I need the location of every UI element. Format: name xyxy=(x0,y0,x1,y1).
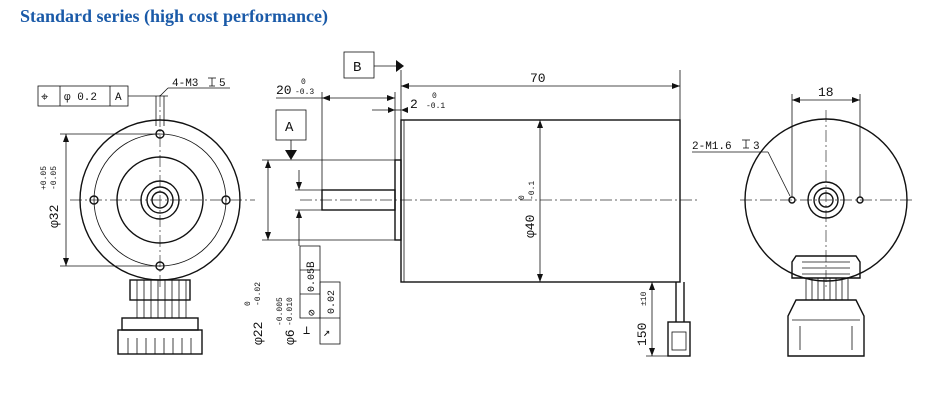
side-view: B A 70 20 0 -0.3 xyxy=(244,51,700,357)
body-diameter-tol-upper: 0 xyxy=(518,195,527,200)
front-thread-label: 4-M3 xyxy=(172,78,198,90)
lead-length-tol: ±10 xyxy=(640,291,649,306)
flange-dim: 2 0 -0.1 xyxy=(372,92,445,113)
rear-spacing-dim: 18 xyxy=(791,85,861,197)
perp-value: 0.02 xyxy=(327,290,338,314)
rear-spacing-label: 18 xyxy=(818,85,834,100)
shaft-ext-tol-upper: 0 xyxy=(301,78,306,87)
position-symbol-icon: ⌖ xyxy=(41,90,49,105)
runout-datum-label: B xyxy=(306,261,318,268)
shaft-ext-dim: 20 0 -0.3 xyxy=(276,78,396,190)
datum-a-label: A xyxy=(285,120,294,136)
shaft-diameter-dim: φ6 -0.005 -0.010 xyxy=(276,170,322,345)
rear-connector xyxy=(787,299,865,357)
mount-hole-right xyxy=(221,195,231,205)
front-diameter-label: φ32 xyxy=(47,205,62,228)
boss-diameter-tol-lower: -0.02 xyxy=(254,282,263,306)
front-diameter-tol-lower: -0.05 xyxy=(50,166,59,190)
flange-tol-lower: -0.1 xyxy=(426,102,445,111)
page-title: Standard series (high cost performance) xyxy=(20,6,328,26)
runout-symbol-icon: ⊘ xyxy=(307,309,319,316)
body-diameter-tol-lower: -0.1 xyxy=(528,181,537,200)
rear-thread-depth: 3 xyxy=(753,141,760,153)
shaft-diameter-tol-lower: -0.010 xyxy=(286,297,295,326)
shaft-ext-tol-lower: -0.3 xyxy=(295,88,314,97)
perpendicularity-frame: 0.02 ↗ ⊥ xyxy=(303,281,341,345)
shaft-diameter-tol-upper: -0.005 xyxy=(276,297,285,326)
datum-b-box: B xyxy=(343,51,404,79)
datum-a-box: A xyxy=(275,109,307,160)
side-connector xyxy=(667,321,691,357)
perp-symbol-icon: ↗ xyxy=(323,326,330,340)
datum-b-label: B xyxy=(353,60,361,76)
position-datum-label: A xyxy=(115,92,122,104)
perpendicular-symbol-icon: ⊥ xyxy=(303,324,310,338)
boss-diameter-tol-upper: 0 xyxy=(244,301,253,306)
front-view: ⌖ φ 0.2 A 4-M3 5 φ32 +0.05 xyxy=(37,77,255,355)
motor-body xyxy=(400,119,681,283)
front-thread-depth: 5 xyxy=(219,78,226,90)
front-diameter-dim: φ32 +0.05 -0.05 xyxy=(40,133,160,267)
rear-thread-label: 2-M1.6 xyxy=(692,141,732,153)
runout-tolerance-frame: B 0.05 ⊘ xyxy=(299,245,321,319)
lead-length-dim: 150 ±10 xyxy=(635,281,676,357)
flange-tol-upper: 0 xyxy=(432,92,437,101)
flange-label: 2 xyxy=(410,97,418,112)
boss-diameter-dim: φ22 0 -0.02 xyxy=(244,159,395,345)
shaft-ext-label: 20 xyxy=(276,83,292,98)
front-diameter-tol-upper: +0.05 xyxy=(40,166,49,190)
depth-icon xyxy=(208,77,216,87)
rear-depth-icon xyxy=(742,139,750,149)
body-diameter-label: φ40 xyxy=(523,215,538,238)
length-label: 70 xyxy=(530,71,546,86)
lead-length-label: 150 xyxy=(635,323,650,346)
position-tolerance-value: φ 0.2 xyxy=(64,92,97,104)
mount-hole-left xyxy=(89,195,99,205)
rear-view: 18 2-M1.6 3 xyxy=(692,85,915,357)
rear-thread-callout: 2-M1.6 3 xyxy=(692,139,791,197)
position-tolerance-frame: ⌖ φ 0.2 A xyxy=(37,85,129,107)
shaft-diameter-label: φ6 xyxy=(283,329,298,345)
body-diameter-dim: φ40 0 -0.1 xyxy=(518,120,543,282)
rear-outer-circle xyxy=(744,118,908,282)
length-dim: 70 xyxy=(400,70,681,120)
runout-value: 0.05 xyxy=(307,268,318,292)
front-thread-callout: 4-M3 5 xyxy=(159,77,230,97)
boss-diameter-label: φ22 xyxy=(251,322,266,345)
